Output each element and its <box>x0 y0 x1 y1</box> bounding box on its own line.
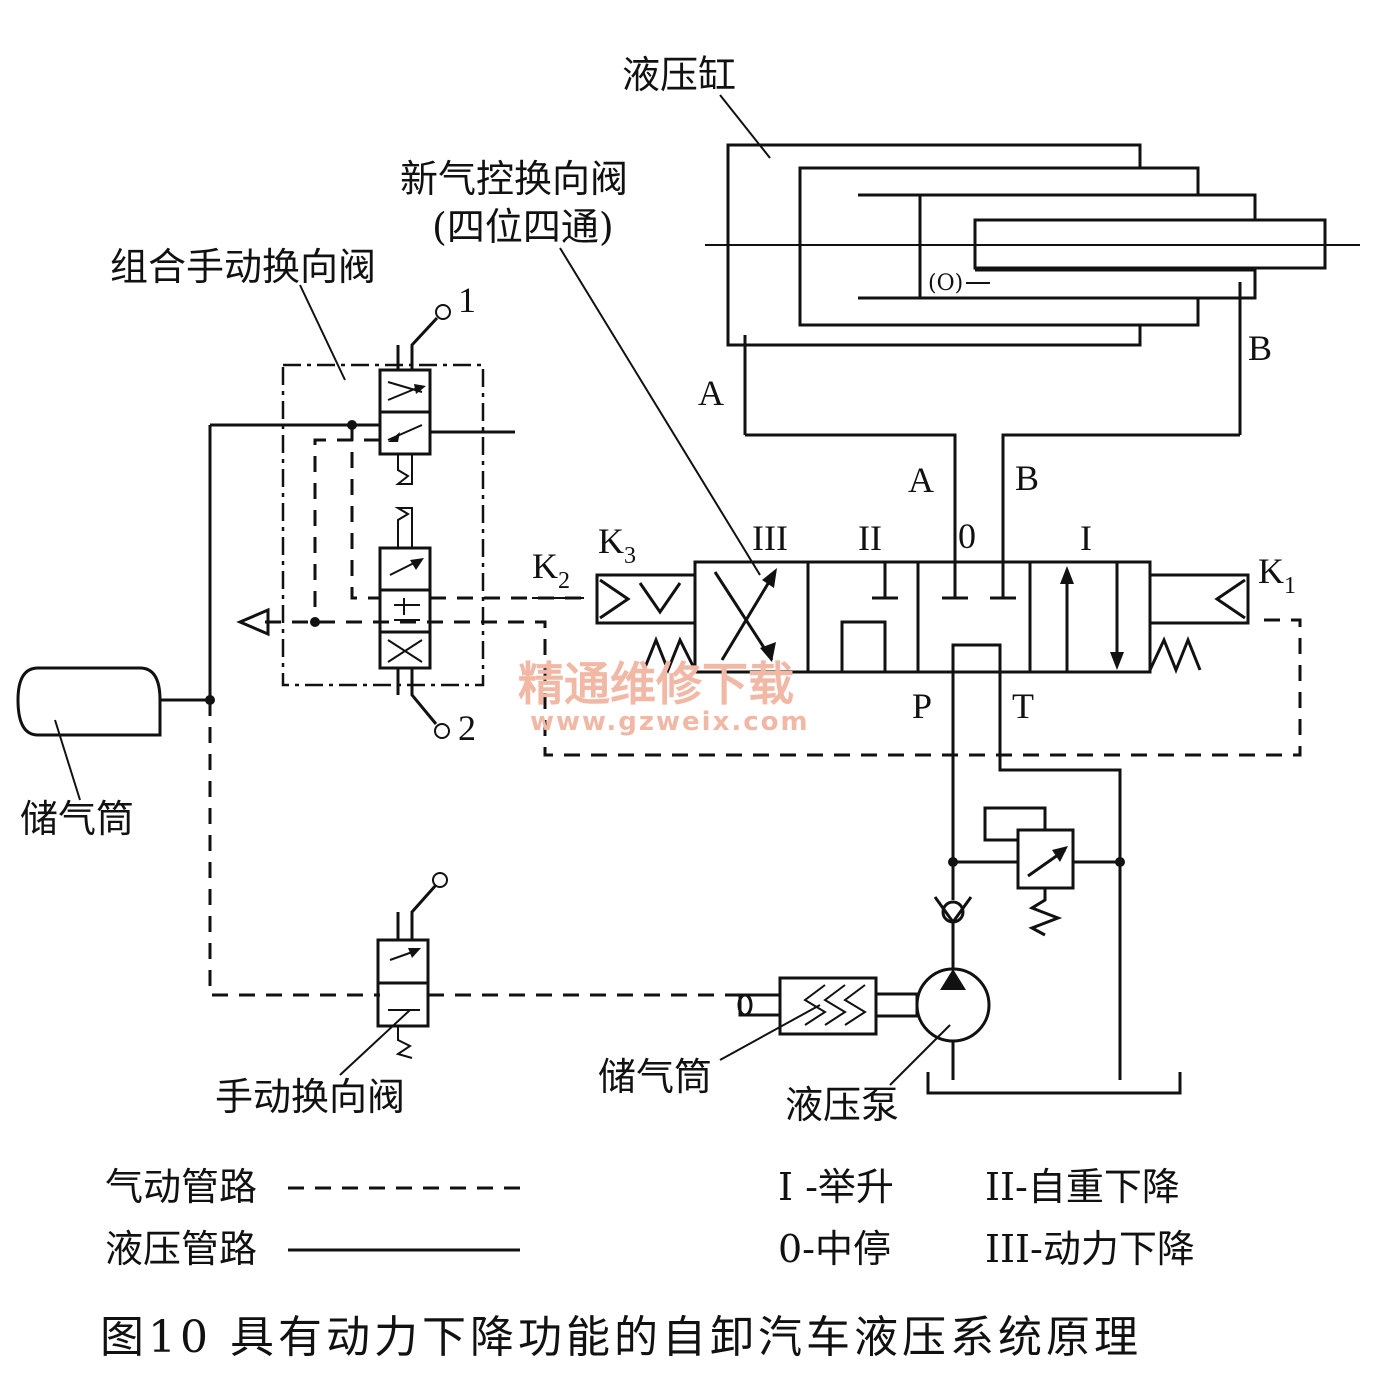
port-t: T <box>1012 686 1034 726</box>
relief-valve <box>948 806 1125 937</box>
combo-manual-valve <box>281 304 485 739</box>
label-new-valve-2: (四位四通) <box>432 205 614 249</box>
leader-manual-valve <box>339 1009 411 1076</box>
lever-label-2: 2 <box>458 708 476 748</box>
line-t <box>998 672 1122 1080</box>
tank <box>926 1072 1182 1095</box>
legend-pneumatic: 气动管路 <box>105 1165 257 1209</box>
pos-label-iii: III <box>752 518 788 558</box>
pos-label-i: I <box>1080 518 1092 558</box>
label-manual-valve: 手动换向阀 <box>215 1075 405 1119</box>
manual-valve <box>376 872 448 1059</box>
label-combo-valve: 组合手动换向阀 <box>110 245 376 289</box>
label-cylinder: 液压缸 <box>622 53 736 97</box>
port-b-valve: B <box>1015 458 1039 498</box>
leader-air-tank-bottom <box>719 1004 821 1061</box>
leader-air-tank-left <box>54 719 81 801</box>
legend-pos-0: 0-中停 <box>778 1227 891 1271</box>
pos-label-ii: II <box>858 518 882 558</box>
legend-hydraulic: 液压管路 <box>105 1227 257 1271</box>
legend-pos-iii: III-动力下降 <box>985 1227 1195 1271</box>
pos-label-0: 0 <box>958 516 976 556</box>
watermark-cn: 精通维修下载 <box>518 657 794 711</box>
actuator-left <box>595 573 697 675</box>
air-tank-left <box>16 666 215 737</box>
port-a-valve: A <box>908 460 934 500</box>
line-cyl-b <box>1001 433 1240 565</box>
label-new-valve-1: 新气控换向阀 <box>400 157 628 201</box>
label-air-tank-bottom: 储气筒 <box>598 1055 712 1099</box>
leader-combo-valve <box>299 284 346 381</box>
air-motor <box>737 976 878 1036</box>
piston-seal-mark: (O) <box>928 271 963 296</box>
port-k3: K3 <box>598 521 636 569</box>
line-cyl-a <box>745 433 957 565</box>
check-valve <box>933 896 973 968</box>
legend-pos-i: I -举升 <box>778 1165 894 1209</box>
label-pump: 液压泵 <box>785 1083 899 1127</box>
hydraulic-cylinder: (O) <box>705 143 1360 435</box>
legend: 气动管路 液压管路 I -举升 II-自重下降 0-中停 III-动力下降 <box>105 1165 1195 1271</box>
port-k2: K2 <box>532 546 570 594</box>
lever-label-1: 1 <box>458 280 476 320</box>
legend-pos-ii: II-自重下降 <box>985 1165 1180 1209</box>
watermark-url: www.gzweix.com <box>530 707 810 737</box>
leader-pump <box>889 1024 951 1086</box>
label-air-tank-left: 储气筒 <box>20 797 134 841</box>
port-a-cylinder: A <box>698 373 724 413</box>
port-b-cylinder: B <box>1248 328 1272 368</box>
leader-new-valve <box>559 247 761 576</box>
actuator-right <box>1148 573 1250 675</box>
hydraulic-pump <box>874 967 991 1080</box>
port-p: P <box>912 686 932 726</box>
leader-cylinder <box>719 94 771 159</box>
four-way-valve <box>693 560 1152 674</box>
port-k1: K1 <box>1258 551 1296 599</box>
figure-caption: 图10 具有动力下降功能的自卸汽车液压系统原理 <box>100 1312 1142 1363</box>
